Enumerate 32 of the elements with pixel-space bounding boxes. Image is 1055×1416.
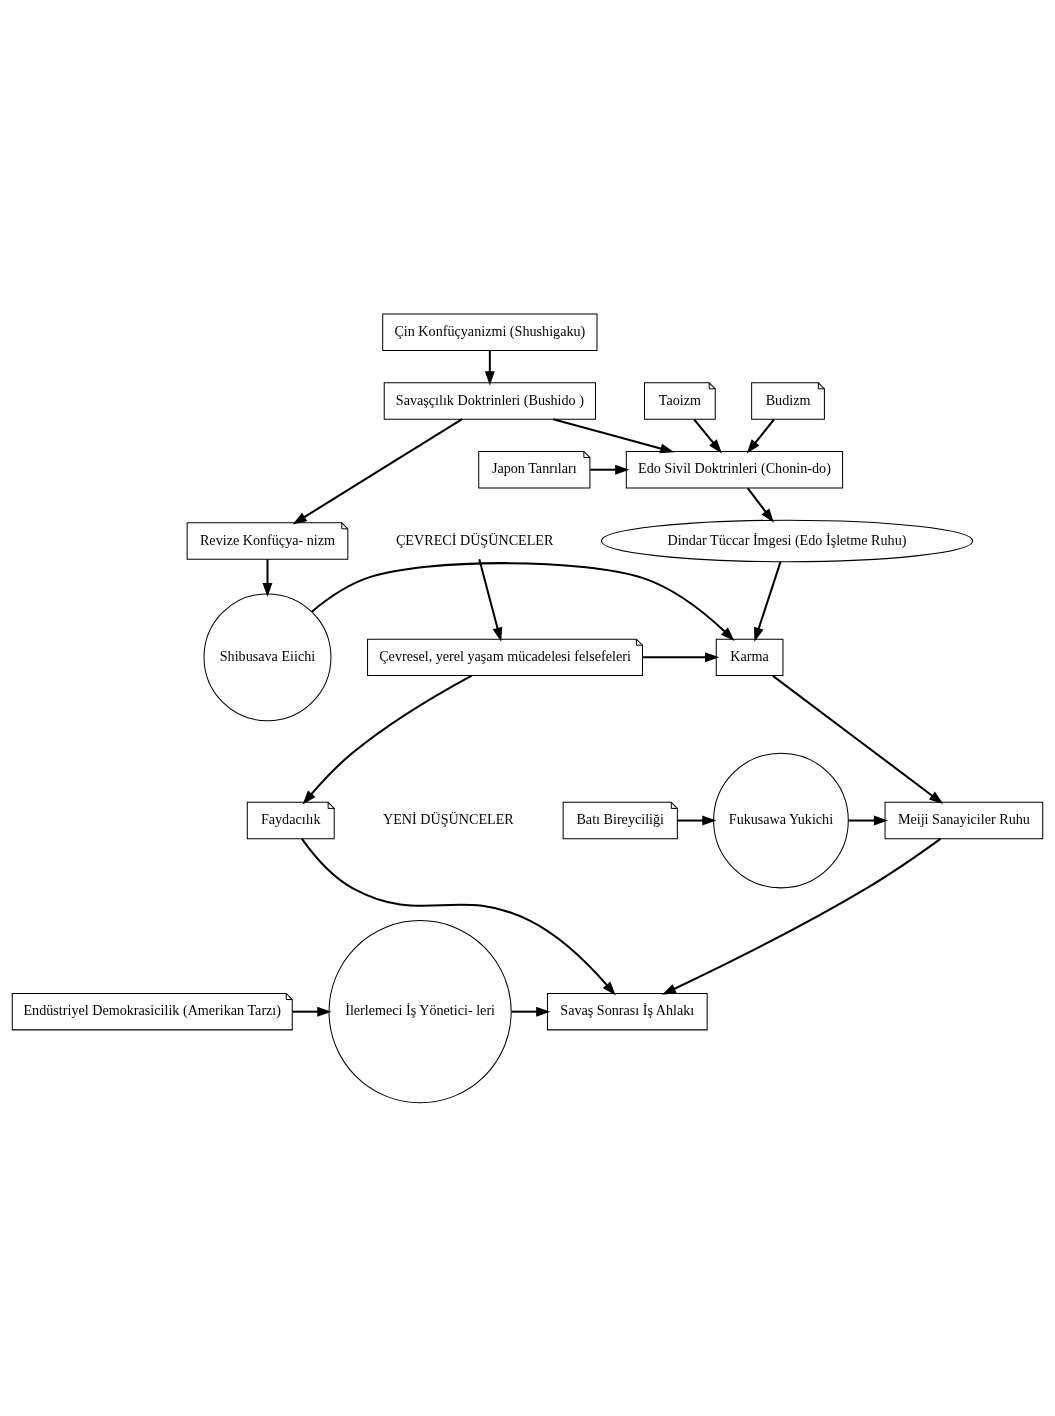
arrow [642, 651, 720, 662]
arrow [292, 417, 463, 524]
arrow [301, 837, 616, 996]
arrow [746, 487, 774, 523]
arrow [661, 837, 942, 995]
arrow [746, 418, 775, 453]
arrow [478, 558, 503, 642]
node-box: Karma [715, 638, 784, 676]
node-circle: İlerlemeci İş Yönetici- leri [328, 919, 512, 1103]
arrow [590, 464, 630, 475]
arrow [511, 1006, 551, 1017]
node-circle: Fukusawa Yukichi [713, 752, 849, 888]
node-circle: Shibusava Eiichi [203, 592, 332, 721]
node-box: Savaş Sonrası İş Ahlakı [546, 992, 708, 1030]
arrow [262, 558, 273, 597]
node-ellipse: Dindar Tüccar İmgesi (Edo İşletme Ruhu) [600, 519, 974, 562]
arrow [754, 561, 782, 642]
arrow [302, 674, 473, 805]
arrow [771, 674, 944, 804]
arrow [484, 350, 495, 385]
arrow [693, 418, 722, 453]
node-box: Çin Konfüçyanizmi (Shushigaku) [382, 313, 598, 351]
arrow [552, 417, 675, 453]
arrow [292, 1006, 332, 1017]
arrow [311, 561, 735, 641]
arrow [848, 815, 889, 825]
label: YENİ DÜŞÜNCELER [383, 810, 514, 827]
node-box: Savaşçılık Doktrinleri (Bushido ) [383, 381, 596, 420]
node-text: ÇEVRECİ DÜŞÜNCELER [395, 531, 554, 548]
node-box: Edo Sivil Doktrinleri (Chonin-do) [625, 450, 844, 488]
arrow [677, 815, 717, 825]
node-box: Meiji Sanayiciler Ruhu [884, 801, 1044, 839]
